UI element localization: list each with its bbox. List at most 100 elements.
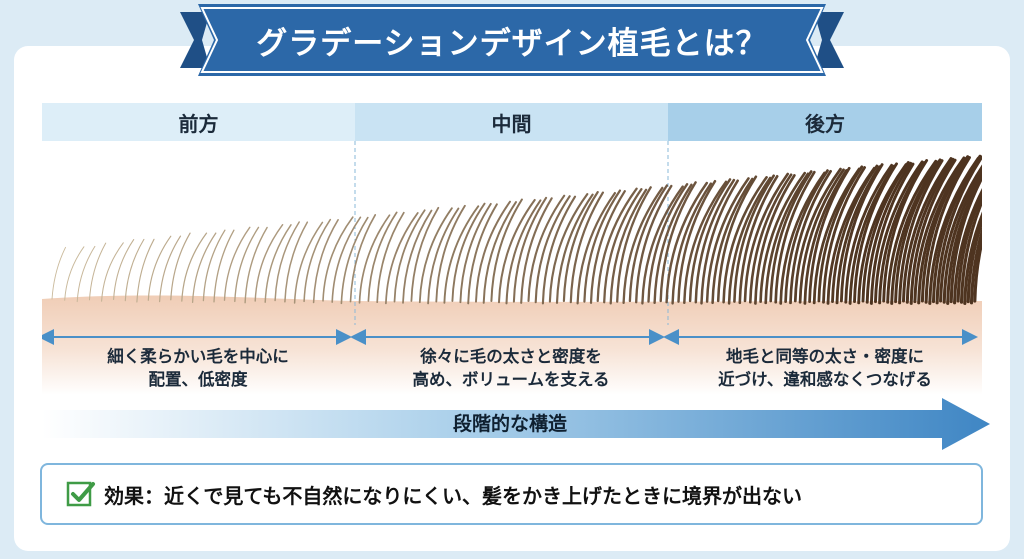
hair-strand [898,159,944,305]
hair-strand [147,235,172,301]
hair-strand [835,165,881,305]
zone-desc-line: 徐々に毛の太さと密度を [420,347,602,366]
zone-desc-front: 細く柔らかい毛を中心に 配置、低密度 [48,345,348,391]
hair-strand [774,170,816,304]
hair-strand [569,191,604,304]
zone-desc-middle: 徐々に毛の太さと密度を 高め、ボリュームを支える [361,345,661,391]
hair-strand [738,174,779,305]
hair-strand [874,160,924,304]
hair-strand [793,167,842,303]
hair-strand [312,219,339,304]
hair-strand [647,183,689,303]
hair-strand [451,202,486,302]
hair-strand [973,235,982,303]
hair-strand [798,168,845,304]
hair-strand [191,232,217,304]
hair-strand [659,181,697,303]
hair-strand [942,168,982,304]
hair-strand [331,216,362,303]
hair-strand [418,207,453,304]
hair-strand [101,242,124,302]
hair-strand [727,176,772,305]
hair-strand [882,159,929,303]
hair-strand [817,165,864,303]
hair-strand [402,209,433,304]
hair-strand [376,211,405,304]
hair-strand [831,164,879,304]
hair-strand [711,177,754,305]
hair-strand [743,172,790,303]
hair-strand [784,169,829,303]
hair-strand [688,178,732,303]
hair-strand [677,179,717,303]
hair-strand [748,173,793,304]
page-title: グラデーションデザイン植毛とは？ [256,25,768,62]
zone-header-middle: 中間 [355,103,668,141]
hair-strand [913,156,966,304]
zone-header-back: 後方 [668,103,982,141]
zone-desc-line: 細く柔らかい毛を中心に [107,347,289,366]
hair-strand [722,176,768,304]
hair-strand [497,198,536,304]
hair-strand [603,188,643,304]
hair-strand [576,191,617,305]
hair-strands [51,154,982,305]
hair-strand [541,195,577,305]
hair-strand [939,164,982,303]
structure-label: 段階的な構造 [452,413,567,435]
hair-strand [622,186,664,304]
hair-strand [393,209,426,303]
hair-strand [641,185,684,305]
hair-strand [244,226,268,304]
checkbox-check-icon [66,481,95,507]
hair-strand [589,190,626,304]
hair-gradient-illustration [42,141,982,395]
hair-strand [956,191,982,303]
hair-strand [628,184,669,303]
hair-strand [159,235,182,303]
hair-strand [705,177,750,303]
hair-strand [303,218,332,303]
effect-text: 効果：近くで見ても不自然になりにくい、髪をかき上げたときに境界が出ない [104,483,802,508]
hair-strand [905,157,955,304]
scalp-skin [42,295,982,395]
hair-strand [826,166,876,305]
hair-strand [861,161,910,303]
hair-strand [202,229,226,302]
hair-strand [935,155,982,305]
hair-strand [482,201,517,304]
hair-strand [635,184,673,304]
hair-strand [349,214,377,303]
hair-strand [959,197,982,304]
hair-strand [596,187,638,303]
hair-strand [789,169,832,305]
hair-strand [274,221,300,302]
hair-strand [264,224,292,303]
zone-desc-line: 配置、低密度 [148,370,248,389]
hair-strand [534,195,571,304]
hair-strand [694,178,736,304]
hair-strand [653,183,693,304]
hair-strand [803,169,848,305]
hair-strand [969,226,982,305]
hair-strand [76,245,96,303]
hair-strand [759,171,807,303]
hair-strand [865,161,913,304]
hair-strand [963,211,982,305]
hair-strand [385,212,419,305]
hair-strand [284,221,309,303]
hair-strand [410,206,440,302]
hair-strand [949,174,982,304]
hair-strand [924,156,971,304]
hair-strand [113,239,135,301]
hair-strand [779,171,826,305]
hair-strand [234,226,260,303]
hair-strand [367,211,398,302]
hair-strand [51,246,66,300]
hair-strand [822,166,867,304]
zone-desc-line: 地毛と同等の太さ・密度に [726,347,924,366]
hair-strand [512,196,548,303]
hair-strand [953,188,982,305]
hair-strand [181,232,208,302]
hair-strand [293,221,324,304]
